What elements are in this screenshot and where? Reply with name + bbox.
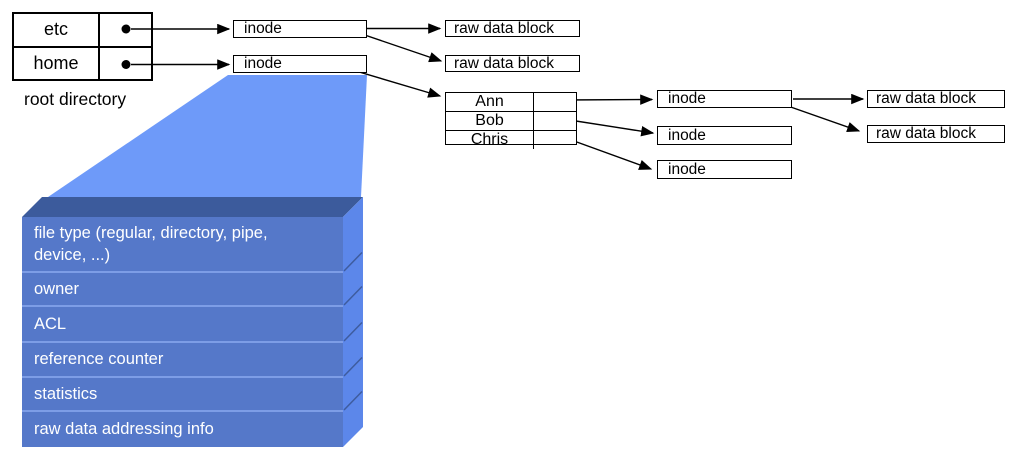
raw-data-block-label: raw data block (454, 54, 554, 72)
raw-data-block-label: raw data block (454, 19, 554, 37)
inode-label: inode (668, 90, 706, 107)
dir-entry-home: home (14, 45, 151, 80)
root-directory-caption: root directory (24, 89, 127, 109)
dir-entry-chris: Chris (446, 130, 576, 149)
dir-entry-name: home (14, 47, 100, 79)
inode-label: inode (244, 55, 282, 72)
dir-entry-name: Chris (446, 131, 534, 149)
arrow-ann-to-ann-inode (561, 94, 654, 105)
inode-detail-stack: file type (regular, directory, pipe, dev… (22, 217, 343, 447)
raw-data-block: raw data block (445, 20, 580, 37)
dir-entry-name: Ann (446, 93, 534, 111)
ann-inode-box: inode (657, 90, 792, 108)
pointer-dot (121, 24, 131, 34)
bob-inode-box: inode (657, 126, 792, 145)
dir-entry-pointer-cell (534, 131, 576, 149)
inode-label: inode (668, 126, 706, 144)
etc-inode-box: inode (233, 20, 367, 38)
dir-entry-pointer-cell (100, 14, 151, 46)
raw-data-block-label: raw data block (876, 90, 976, 107)
home-inode-box: inode (233, 55, 367, 73)
inode-label: inode (244, 20, 282, 37)
home-directory-table: Ann Bob Chris (445, 92, 577, 149)
inode-stack-side-face (343, 197, 363, 447)
raw-data-block-label: raw data block (876, 125, 976, 142)
pointer-dot (121, 60, 131, 69)
arrow-chris-to-chris-inode (562, 136, 653, 170)
dir-entry-pointer-cell (100, 48, 151, 80)
chris-inode-box: inode (657, 160, 792, 179)
raw-data-block: raw data block (867, 90, 1005, 108)
inode-label: inode (668, 160, 706, 178)
arrow-bob-to-bob-inode (562, 118, 655, 137)
inode-field-raw-data-addressing: raw data addressing info (22, 410, 343, 447)
inode-field-owner: owner (22, 271, 343, 305)
dir-entry-name: Bob (446, 112, 534, 130)
raw-data-block: raw data block (867, 125, 1005, 143)
dir-entry-ann: Ann (446, 93, 576, 111)
dir-entry-pointer-cell (534, 93, 576, 111)
inode-stack-top-face (22, 197, 363, 217)
root-directory-table: etc home (12, 12, 153, 81)
magnifier-funnel (48, 75, 367, 197)
inode-field-reference-counter: reference counter (22, 341, 343, 376)
raw-data-block: raw data block (445, 55, 580, 72)
inode-field-statistics: statistics (22, 376, 343, 410)
inode-field-file-type: file type (regular, directory, pipe, dev… (34, 224, 268, 264)
inode-field-acl: ACL (22, 305, 343, 341)
dir-entry-pointer-cell (534, 112, 576, 130)
dir-entry-etc: etc (14, 14, 151, 46)
inode-stack-side-dividers (343, 251, 363, 411)
dir-entry-name: etc (14, 14, 100, 46)
dir-entry-bob: Bob (446, 111, 576, 130)
